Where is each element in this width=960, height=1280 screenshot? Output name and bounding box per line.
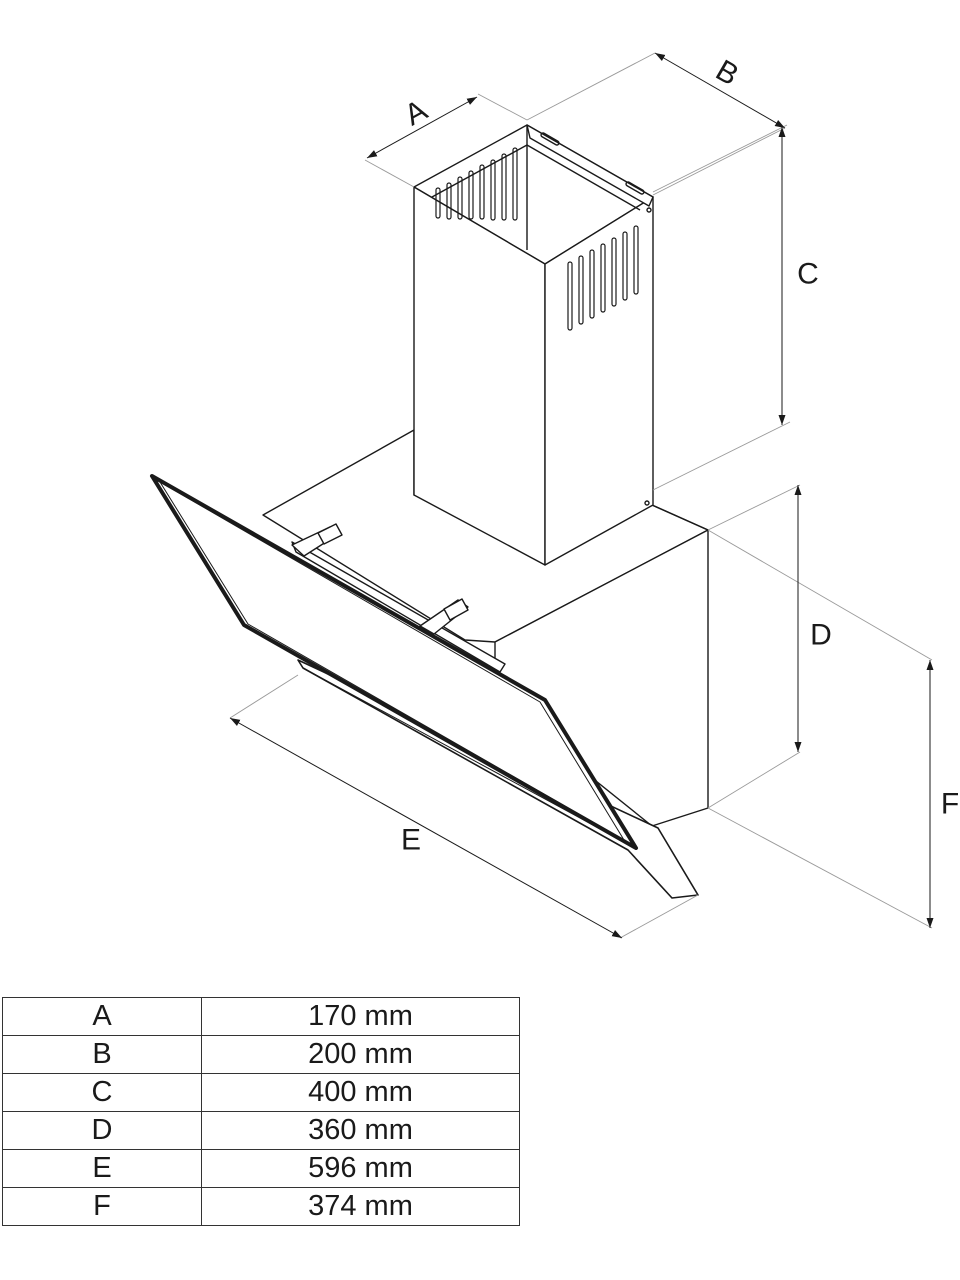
chimney [413,124,654,566]
dimension-key: E [2,1149,202,1188]
dimension-key: C [2,1073,202,1112]
table-row: E 596 mm [2,1149,520,1188]
dimension-value: 170 mm [201,997,520,1036]
dimension-value: 596 mm [201,1149,520,1188]
dim-label-b: B [710,54,744,93]
dim-line-a [366,96,478,159]
dimension-value: 200 mm [201,1035,520,1074]
dimension-key: F [2,1187,202,1226]
dim-label-a: A [399,94,433,133]
dim-label-e: E [401,824,421,857]
dimension-key: A [2,997,202,1036]
dim-label-d: D [810,619,832,652]
dimension-key: D [2,1111,202,1150]
dim-line-e [229,717,623,939]
glass-handle [291,523,506,673]
table-row: A 170 mm [2,997,520,1036]
extension-lines [229,52,933,939]
chimney-vents-right [567,225,639,331]
dimension-value: 374 mm [201,1187,520,1226]
dimension-key: B [2,1035,202,1074]
table-row: C 400 mm [2,1073,520,1112]
dimension-value: 360 mm [201,1111,520,1150]
dim-line-b [654,52,786,129]
dim-label-f: F [941,788,959,821]
dim-label-c: C [797,258,819,291]
table-row: B 200 mm [2,1035,520,1074]
dimensions-table: A 170 mm B 200 mm C 400 mm D 360 mm E 59… [2,997,520,1226]
chimney-vents-back [435,147,518,221]
range-hood-dimension-drawing: A B C D E F [150,52,959,939]
table-row: D 360 mm [2,1111,520,1150]
table-row: F 374 mm [2,1187,520,1226]
dimension-lines [229,52,934,939]
dimension-value: 400 mm [201,1073,520,1112]
